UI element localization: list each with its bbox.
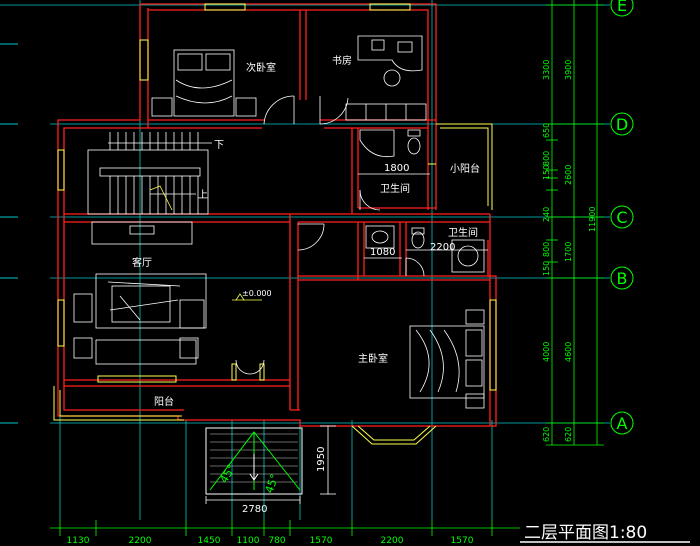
bottom-dim-4: 1100 [237,536,260,546]
stair-up-label: 上 [198,189,208,201]
axis-grid-lines [0,0,610,520]
right-dim-outer-5: 620 [564,427,573,442]
dim-2780: 2780 [242,504,267,515]
dim-1800: 1800 [384,163,409,174]
left-ticks [0,43,18,424]
right-dim-7: 150 [542,261,551,276]
right-dim-total: 11900 [588,207,597,232]
angle-label-2: 45° [263,472,282,495]
room-label-small-balcony: 小阳台 [450,162,480,175]
bed-master-bedroom [409,309,485,409]
windows [53,3,497,445]
right-dim-6: 800 [542,242,551,257]
stair-down-label: 下 [214,140,224,151]
right-dim-8: 4000 [542,342,551,362]
doors [235,95,425,375]
bottom-dim-2: 2200 [129,536,152,546]
axis-label-a: A [617,414,628,433]
level-marker-arrow [235,293,245,301]
bed-second-bedroom [151,49,257,117]
inner-dimension-lines [358,173,488,259]
right-dimension-lines [546,0,604,446]
right-dim-9: 620 [542,427,551,442]
room-label-living: 客厅 [132,256,152,269]
right-dim-outer-3: 1700 [564,242,573,262]
right-dim-outer-1: 3900 [564,60,573,80]
bottom-dim-5: 780 [268,536,285,546]
level-mark: ±0.000 [242,289,272,298]
room-label-second-bedroom: 次卧室 [246,61,276,74]
living-room-furniture [73,221,207,365]
bathroom-fixtures [359,129,485,273]
bottom-dim-1: 1130 [67,536,90,546]
bottom-dim-3: 1450 [198,536,221,546]
axis-label-c: C [616,208,627,227]
study-furniture [345,35,427,121]
porch-dimension-lines [205,425,336,504]
right-dim-3: 800 [542,151,551,166]
staircase [87,132,212,215]
room-label-balcony: 阳台 [154,395,174,408]
right-dim-2: 650 [542,123,551,138]
drawing-title: 二层平面图1:80 [524,523,647,543]
right-dim-1: 3300 [542,60,551,80]
axis-label-e: E [617,0,627,15]
dim-2200: 2200 [430,242,455,253]
right-dim-4: 150 [542,165,551,180]
bottom-dim-7: 2200 [381,536,404,546]
right-dim-outer-2: 2600 [564,165,573,185]
dim-1950: 1950 [316,447,327,472]
axis-label-b: B [617,269,628,288]
room-label-study: 书房 [332,54,352,67]
exterior-walls [57,3,497,427]
bottom-dim-8: 1570 [451,536,474,546]
bottom-dim-6: 1570 [310,536,333,546]
axis-label-d: D [616,115,628,134]
entrance-porch [205,427,303,495]
bottom-dimension-lines [50,520,520,536]
right-dim-5: 240 [542,207,551,222]
room-label-master: 主卧室 [358,352,388,365]
room-label-bathroom-2: 卫生间 [448,226,478,239]
dim-1080: 1080 [370,247,395,258]
room-label-bathroom-1: 卫生间 [380,182,410,195]
right-dim-outer-4: 4600 [564,342,573,362]
axis-bubbles [610,0,634,435]
